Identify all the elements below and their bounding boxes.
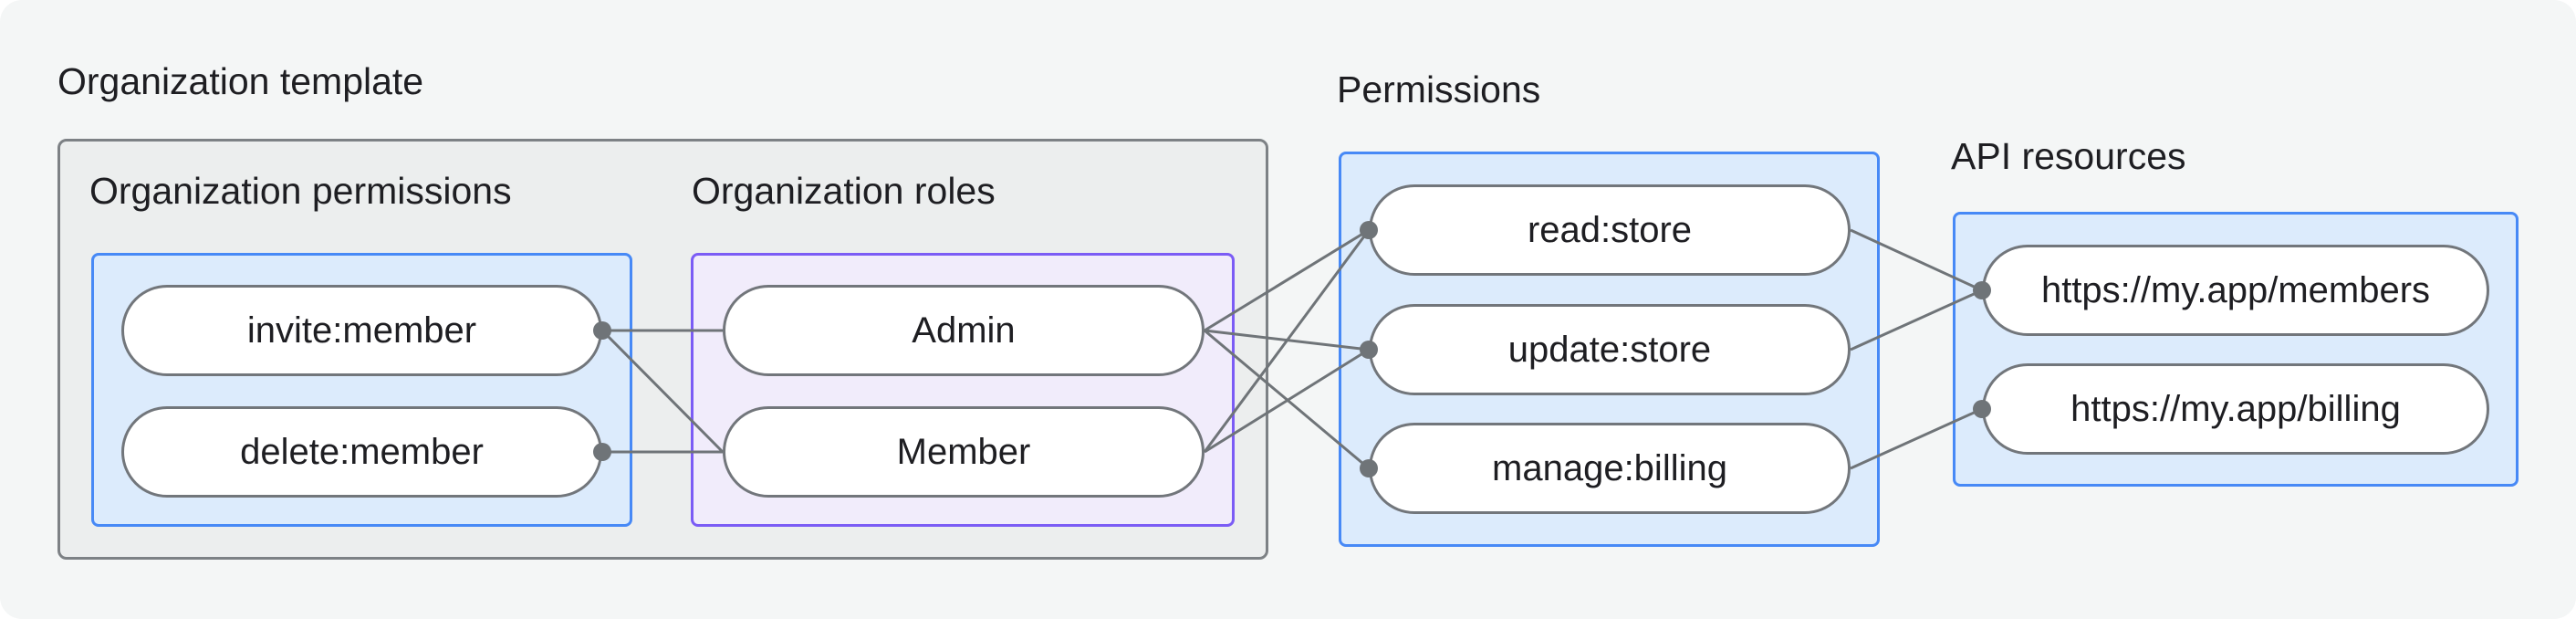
organization-permissions-label: Organization permissions xyxy=(89,170,512,212)
node-read-store: read:store xyxy=(1369,184,1851,276)
node-manage-billing: manage:billing xyxy=(1369,423,1851,514)
organization-roles-label: Organization roles xyxy=(692,170,996,212)
node-admin-role: Admin xyxy=(723,285,1205,376)
node-delete-member: delete:member xyxy=(121,406,602,498)
node-invite-member: invite:member xyxy=(121,285,602,376)
permissions-label: Permissions xyxy=(1337,68,1541,110)
node-api-members-url: https://my.app/members xyxy=(1982,245,2489,336)
node-update-store: update:store xyxy=(1369,304,1851,395)
node-member-role: Member xyxy=(723,406,1205,498)
node-api-billing-url: https://my.app/billing xyxy=(1982,363,2489,455)
organization-template-label: Organization template xyxy=(57,60,424,102)
api-resources-label: API resources xyxy=(1951,135,2186,177)
